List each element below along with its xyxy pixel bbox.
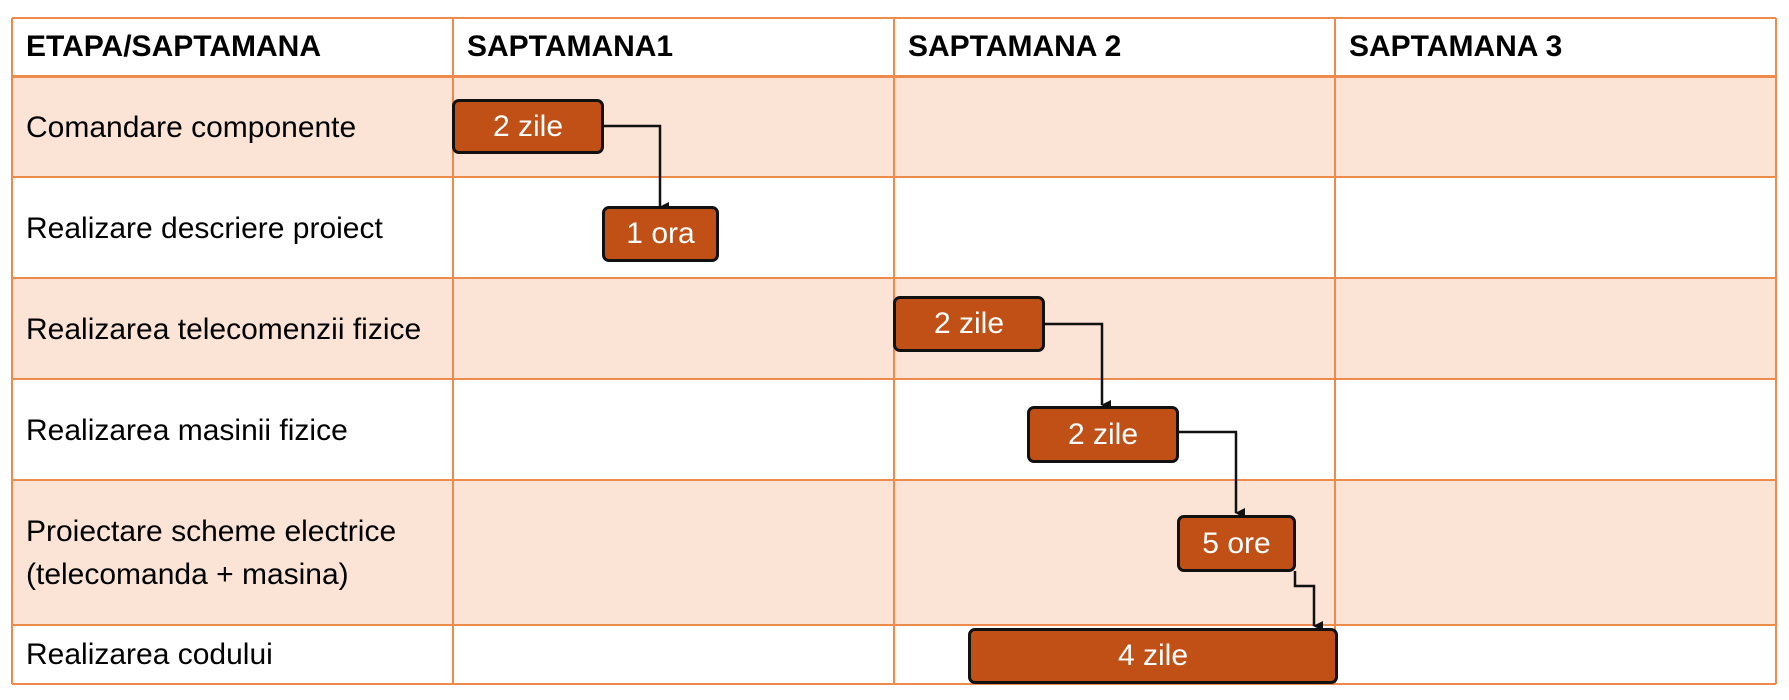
- stage-cell: Realizare descriere proiect: [12, 180, 452, 276]
- task-bar: 2 zile: [1027, 406, 1179, 463]
- task-bar: 1 ora: [602, 206, 719, 262]
- grid-line-col: [1775, 18, 1777, 684]
- stage-cell: Proiectare scheme electrice (telecomanda…: [12, 482, 452, 623]
- grid-line-col: [893, 18, 895, 684]
- stage-label: Comandare componente: [26, 110, 357, 144]
- stage-cell: Comandare componente: [12, 79, 452, 175]
- stage-label: Realizarea telecomenzii fizice: [26, 312, 422, 346]
- stage-label: Proiectare scheme electrice (telecomanda…: [26, 514, 397, 591]
- stage-cell: Realizarea masinii fizice: [12, 382, 452, 478]
- header-week-2: SAPTAMANA 2: [908, 30, 1122, 63]
- stage-label: Realizarea codului: [26, 638, 273, 671]
- task-bar: 2 zile: [452, 99, 604, 154]
- stage-label: Realizarea masinii fizice: [26, 413, 348, 447]
- header-week-3: SAPTAMANA 3: [1349, 30, 1563, 63]
- grid-line-bottom: [12, 683, 1776, 685]
- task-bar: 2 zile: [893, 296, 1045, 352]
- stage-cell: Realizarea telecomenzii fizice: [12, 281, 452, 377]
- header-week-1: SAPTAMANA1: [467, 30, 674, 63]
- task-bar: 4 zile: [968, 628, 1338, 684]
- task-bar: 5 ore: [1177, 515, 1296, 572]
- grid-line-col: [452, 18, 454, 684]
- grid-line-col: [1334, 18, 1336, 684]
- stage-cell: Realizarea codului: [12, 626, 452, 683]
- grid-line-col: [11, 18, 13, 684]
- stage-label: Realizare descriere proiect: [26, 211, 383, 245]
- header-stage: ETAPA/SAPTAMANA: [26, 30, 321, 63]
